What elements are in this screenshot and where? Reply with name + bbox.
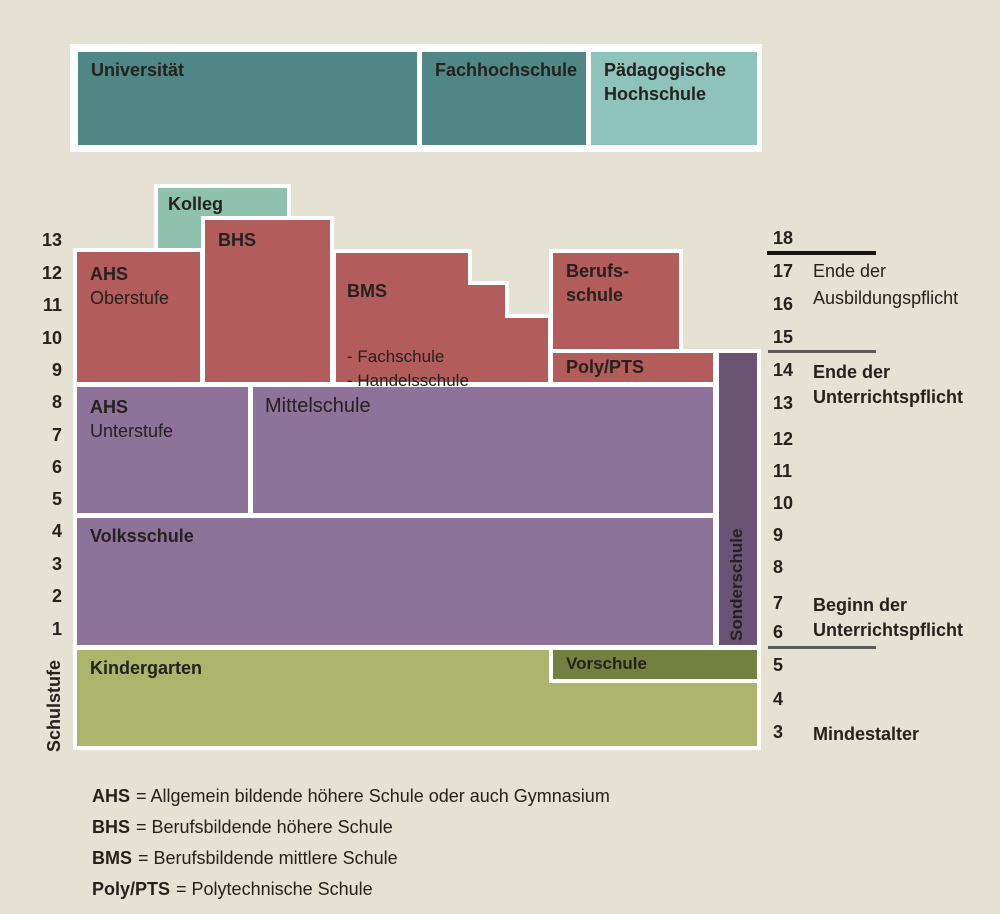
box-mittelschule-label: Mittelschule	[265, 395, 371, 417]
age-4: 4	[773, 689, 784, 709]
annotation-ende-unterrichtspflicht: Ende der Unterrichtspflicht	[813, 362, 964, 407]
schulstufe-5: 5	[51, 489, 62, 509]
legend-item-bhs: BHS= Berufsbildende höhere Schule	[92, 812, 610, 843]
age-9: 9	[773, 525, 784, 545]
age-6: 6	[773, 622, 784, 642]
box-volksschule: Volksschule	[73, 514, 717, 649]
schulstufe-8: 8	[51, 392, 62, 412]
age-5: 5	[773, 655, 784, 675]
age-3: 3	[773, 722, 784, 742]
age-18: 18	[773, 228, 794, 248]
box-volksschule-label: Volksschule	[90, 526, 194, 546]
schulstufe-6: 6	[51, 457, 62, 477]
box-sonderschule-label: Sonderschule	[727, 528, 746, 641]
box-vorschule-label: Vorschule	[566, 654, 647, 673]
legend-text: = Berufsbildende mittlere Schule	[138, 848, 398, 868]
age-16: 16	[773, 294, 794, 314]
age-17: 17	[773, 261, 794, 281]
box-bms-label: BMS - Fachschule - Handelsschule	[347, 261, 469, 411]
legend-abbr: Poly/PTS	[92, 879, 171, 899]
line-ende-ausbildungspflicht	[767, 251, 876, 255]
box-berufsschule-label: Berufs- schule	[566, 261, 630, 305]
box-ahs-unterstufe-name: Unterstufe	[90, 421, 174, 441]
box-poly-pts-label: Poly/PTS	[566, 357, 645, 377]
legend-text: = Allgemein bildende höhere Schule oder …	[136, 786, 610, 806]
schulstufe-11: 11	[42, 295, 62, 315]
schulstufe-7: 7	[51, 425, 62, 445]
box-poly-pts: Poly/PTS	[549, 349, 717, 386]
line-beginn-unterrichtspflicht	[768, 646, 876, 649]
box-bhs-label: BHS	[218, 230, 257, 250]
schulstufe-2: 2	[51, 586, 62, 606]
box-ahs-oberstufe-abbr: AHS	[90, 264, 129, 284]
legend-abbr: AHS	[92, 786, 131, 806]
age-11: 11	[773, 461, 793, 481]
box-fachhochschule: Fachhochschule	[422, 52, 586, 145]
age-10: 10	[773, 493, 794, 513]
age-12: 12	[773, 429, 794, 449]
schulstufe-3: 3	[51, 554, 62, 574]
schulstufe-13: 13	[41, 230, 62, 250]
annotation-ende-ausbildungspflicht: Ende der Ausbildungspflicht	[813, 261, 959, 308]
legend-text: = Polytechnische Schule	[176, 879, 373, 899]
line-ende-unterrichtspflicht	[768, 350, 876, 353]
legend-item-ahs: AHS= Allgemein bildende höhere Schule od…	[92, 781, 610, 812]
box-paedagogische-hochschule: Pädagogische Hochschule	[591, 52, 757, 145]
age-13: 13	[773, 393, 794, 413]
box-vorschule: Vorschule	[549, 646, 761, 683]
box-universitaet-label: Universität	[91, 60, 185, 80]
box-universitaet: Universität	[78, 52, 417, 145]
schulstufe-1: 1	[51, 619, 62, 639]
box-bms-items: - Fachschule - Handelsschule	[347, 347, 469, 390]
legend: AHS= Allgemein bildende höhere Schule od…	[92, 781, 610, 905]
box-ahs-oberstufe-name: Oberstufe	[90, 288, 170, 308]
schulstufe-9: 9	[51, 360, 62, 380]
age-8: 8	[773, 557, 784, 577]
box-bms-abbr: BMS	[347, 281, 387, 301]
legend-abbr: BMS	[92, 848, 132, 868]
schulstufe-10: 10	[41, 328, 62, 348]
age-7: 7	[773, 593, 784, 613]
box-mittelschule: Mittelschule	[249, 383, 717, 517]
legend-item-poly-pts: Poly/PTS= Polytechnische Schule	[92, 874, 610, 905]
schulstufe-4: 4	[51, 521, 62, 541]
legend-text: = Berufsbildende höhere Schule	[136, 817, 393, 837]
box-ahs-oberstufe: AHS Oberstufe	[73, 248, 204, 386]
legend-item-bms: BMS = Berufsbildende mittlere Schule	[92, 843, 610, 874]
box-paedagogische-hochschule-label: Pädagogische Hochschule	[604, 60, 727, 104]
box-kindergarten-label: Kindergarten	[90, 658, 203, 678]
box-berufsschule: Berufs- schule	[549, 249, 683, 354]
box-bhs: BHS	[201, 216, 334, 386]
age-15: 15	[773, 327, 794, 347]
box-ahs-unterstufe: AHS Unterstufe	[73, 383, 252, 517]
annotation-beginn-unterrichtspflicht: Beginn der Unterrichtspflicht	[813, 595, 964, 640]
box-bms	[336, 318, 548, 382]
schulstufe-12: 12	[41, 263, 62, 283]
annotation-mindestalter: Mindestalter	[813, 724, 920, 744]
box-fachhochschule-label: Fachhochschule	[435, 60, 578, 80]
axis-left-title: Schulstufe	[44, 659, 64, 752]
box-kolleg-label: Kolleg	[168, 194, 224, 214]
box-ahs-unterstufe-abbr: AHS	[90, 397, 129, 417]
box-sonderschule	[715, 349, 761, 649]
age-14: 14	[773, 360, 794, 380]
legend-abbr: BHS	[92, 817, 131, 837]
